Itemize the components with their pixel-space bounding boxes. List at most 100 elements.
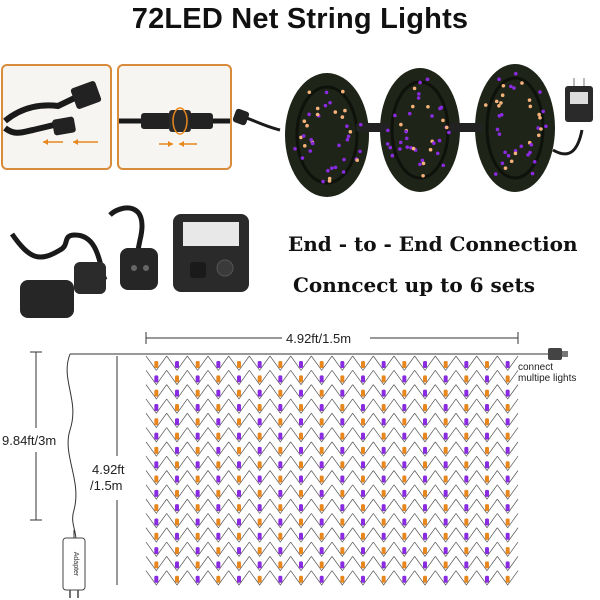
led-bulb-icon bbox=[513, 149, 518, 153]
led-bulb-icon bbox=[432, 141, 436, 146]
net-wire bbox=[207, 470, 229, 486]
led-bulb-icon bbox=[423, 475, 427, 483]
net-wire bbox=[497, 427, 519, 443]
net-wire bbox=[311, 398, 333, 414]
net-wire bbox=[373, 413, 395, 429]
net-wire bbox=[497, 413, 519, 429]
led-bulb-icon bbox=[237, 532, 241, 540]
led-bulb-icon bbox=[443, 389, 448, 397]
net-wire bbox=[269, 541, 291, 557]
net-wire bbox=[228, 527, 250, 543]
net-wire bbox=[249, 427, 271, 443]
net-wire bbox=[352, 470, 374, 486]
net-wire bbox=[435, 498, 457, 515]
led-bulb-icon bbox=[385, 142, 390, 146]
led-bulb-icon bbox=[216, 446, 221, 454]
led-bulb-icon bbox=[505, 446, 510, 454]
led-bulb-icon bbox=[278, 575, 283, 583]
led-bulb-icon bbox=[402, 561, 407, 569]
net-wire bbox=[497, 570, 519, 586]
net-wire bbox=[145, 484, 167, 500]
led-bulb-icon bbox=[345, 124, 349, 129]
led-bulb-icon bbox=[175, 547, 179, 555]
net-wire bbox=[249, 541, 271, 557]
net-wire bbox=[269, 527, 291, 543]
net-wire bbox=[352, 484, 374, 500]
led-bulb-icon bbox=[444, 125, 449, 130]
led-bulb-icon bbox=[485, 375, 489, 383]
net-wire bbox=[435, 427, 457, 443]
connector-plug-icon bbox=[3, 81, 102, 145]
led-bulb-icon bbox=[485, 403, 489, 411]
net-wire bbox=[373, 384, 395, 400]
led-bulb-icon bbox=[278, 489, 283, 497]
led-bulb-icon bbox=[299, 432, 303, 440]
led-bulb-icon bbox=[278, 475, 283, 483]
led-bulb-icon bbox=[257, 461, 262, 469]
led-bulb-icon bbox=[485, 489, 489, 497]
net-wire bbox=[290, 441, 312, 457]
led-bulb-icon bbox=[443, 432, 448, 440]
led-bulb-icon bbox=[381, 561, 386, 569]
net-wire bbox=[331, 384, 353, 400]
led-bulb-icon bbox=[315, 112, 320, 117]
net-wire bbox=[352, 384, 374, 400]
net-wire bbox=[187, 470, 209, 486]
led-bulb-icon bbox=[423, 461, 427, 469]
net-wire bbox=[187, 527, 209, 543]
led-bulb-icon bbox=[299, 389, 303, 397]
led-bulb-icon bbox=[216, 432, 221, 440]
net-wire bbox=[497, 513, 519, 529]
led-bulb-icon bbox=[443, 403, 448, 411]
net-wire bbox=[435, 370, 457, 386]
led-bulb-icon bbox=[423, 375, 427, 383]
led-bulb-icon bbox=[538, 115, 542, 120]
net-wire bbox=[145, 556, 167, 572]
net-wire bbox=[455, 427, 477, 443]
led-bulb-icon bbox=[538, 90, 542, 94]
led-bulb-icon bbox=[216, 561, 221, 569]
led-bulb-icon bbox=[416, 96, 421, 100]
led-bulb-icon bbox=[485, 561, 489, 569]
net-wire bbox=[435, 384, 457, 400]
net-wire bbox=[352, 370, 374, 386]
led-bulb-icon bbox=[299, 489, 303, 497]
led-bulb-icon bbox=[443, 532, 448, 540]
net-wire bbox=[249, 556, 271, 572]
led-bulb-icon bbox=[216, 547, 221, 555]
led-bulb-icon bbox=[195, 446, 200, 454]
led-bulb-icon bbox=[505, 561, 510, 569]
net-wire bbox=[166, 541, 188, 557]
led-bulb-icon bbox=[497, 77, 501, 81]
led-bulb-icon bbox=[464, 489, 469, 497]
led-bulb-icon bbox=[505, 361, 510, 369]
net-wire bbox=[476, 427, 498, 443]
net-wire bbox=[290, 513, 312, 529]
led-bulb-icon bbox=[494, 99, 499, 104]
led-bulb-icon bbox=[412, 86, 417, 91]
led-bulb-icon bbox=[505, 475, 510, 483]
led-bulb-icon bbox=[526, 153, 530, 157]
net-wire bbox=[228, 398, 250, 414]
led-bulb-icon bbox=[485, 389, 489, 397]
net-wire bbox=[311, 527, 333, 543]
led-bulb-icon bbox=[299, 504, 303, 512]
led-bulb-icon bbox=[441, 118, 445, 123]
led-bulb-icon bbox=[447, 130, 451, 135]
net-wire bbox=[497, 470, 519, 486]
net-wire bbox=[373, 470, 395, 486]
net-wire bbox=[228, 541, 250, 557]
page-title: 72LED Net String Lights bbox=[131, 3, 469, 35]
led-bulb-icon bbox=[536, 126, 540, 130]
led-bulb-icon bbox=[402, 547, 407, 555]
led-bulb-icon bbox=[355, 158, 359, 163]
net-wire bbox=[207, 398, 229, 414]
net-wire bbox=[352, 513, 374, 529]
led-bulb-icon bbox=[340, 389, 345, 397]
led-bulb-icon bbox=[411, 104, 415, 109]
led-bulb-icon bbox=[402, 361, 407, 369]
led-bulb-icon bbox=[361, 461, 365, 469]
led-bulb-icon bbox=[464, 475, 469, 483]
led-bulb-icon bbox=[527, 98, 532, 102]
led-bulb-icon bbox=[195, 389, 200, 397]
